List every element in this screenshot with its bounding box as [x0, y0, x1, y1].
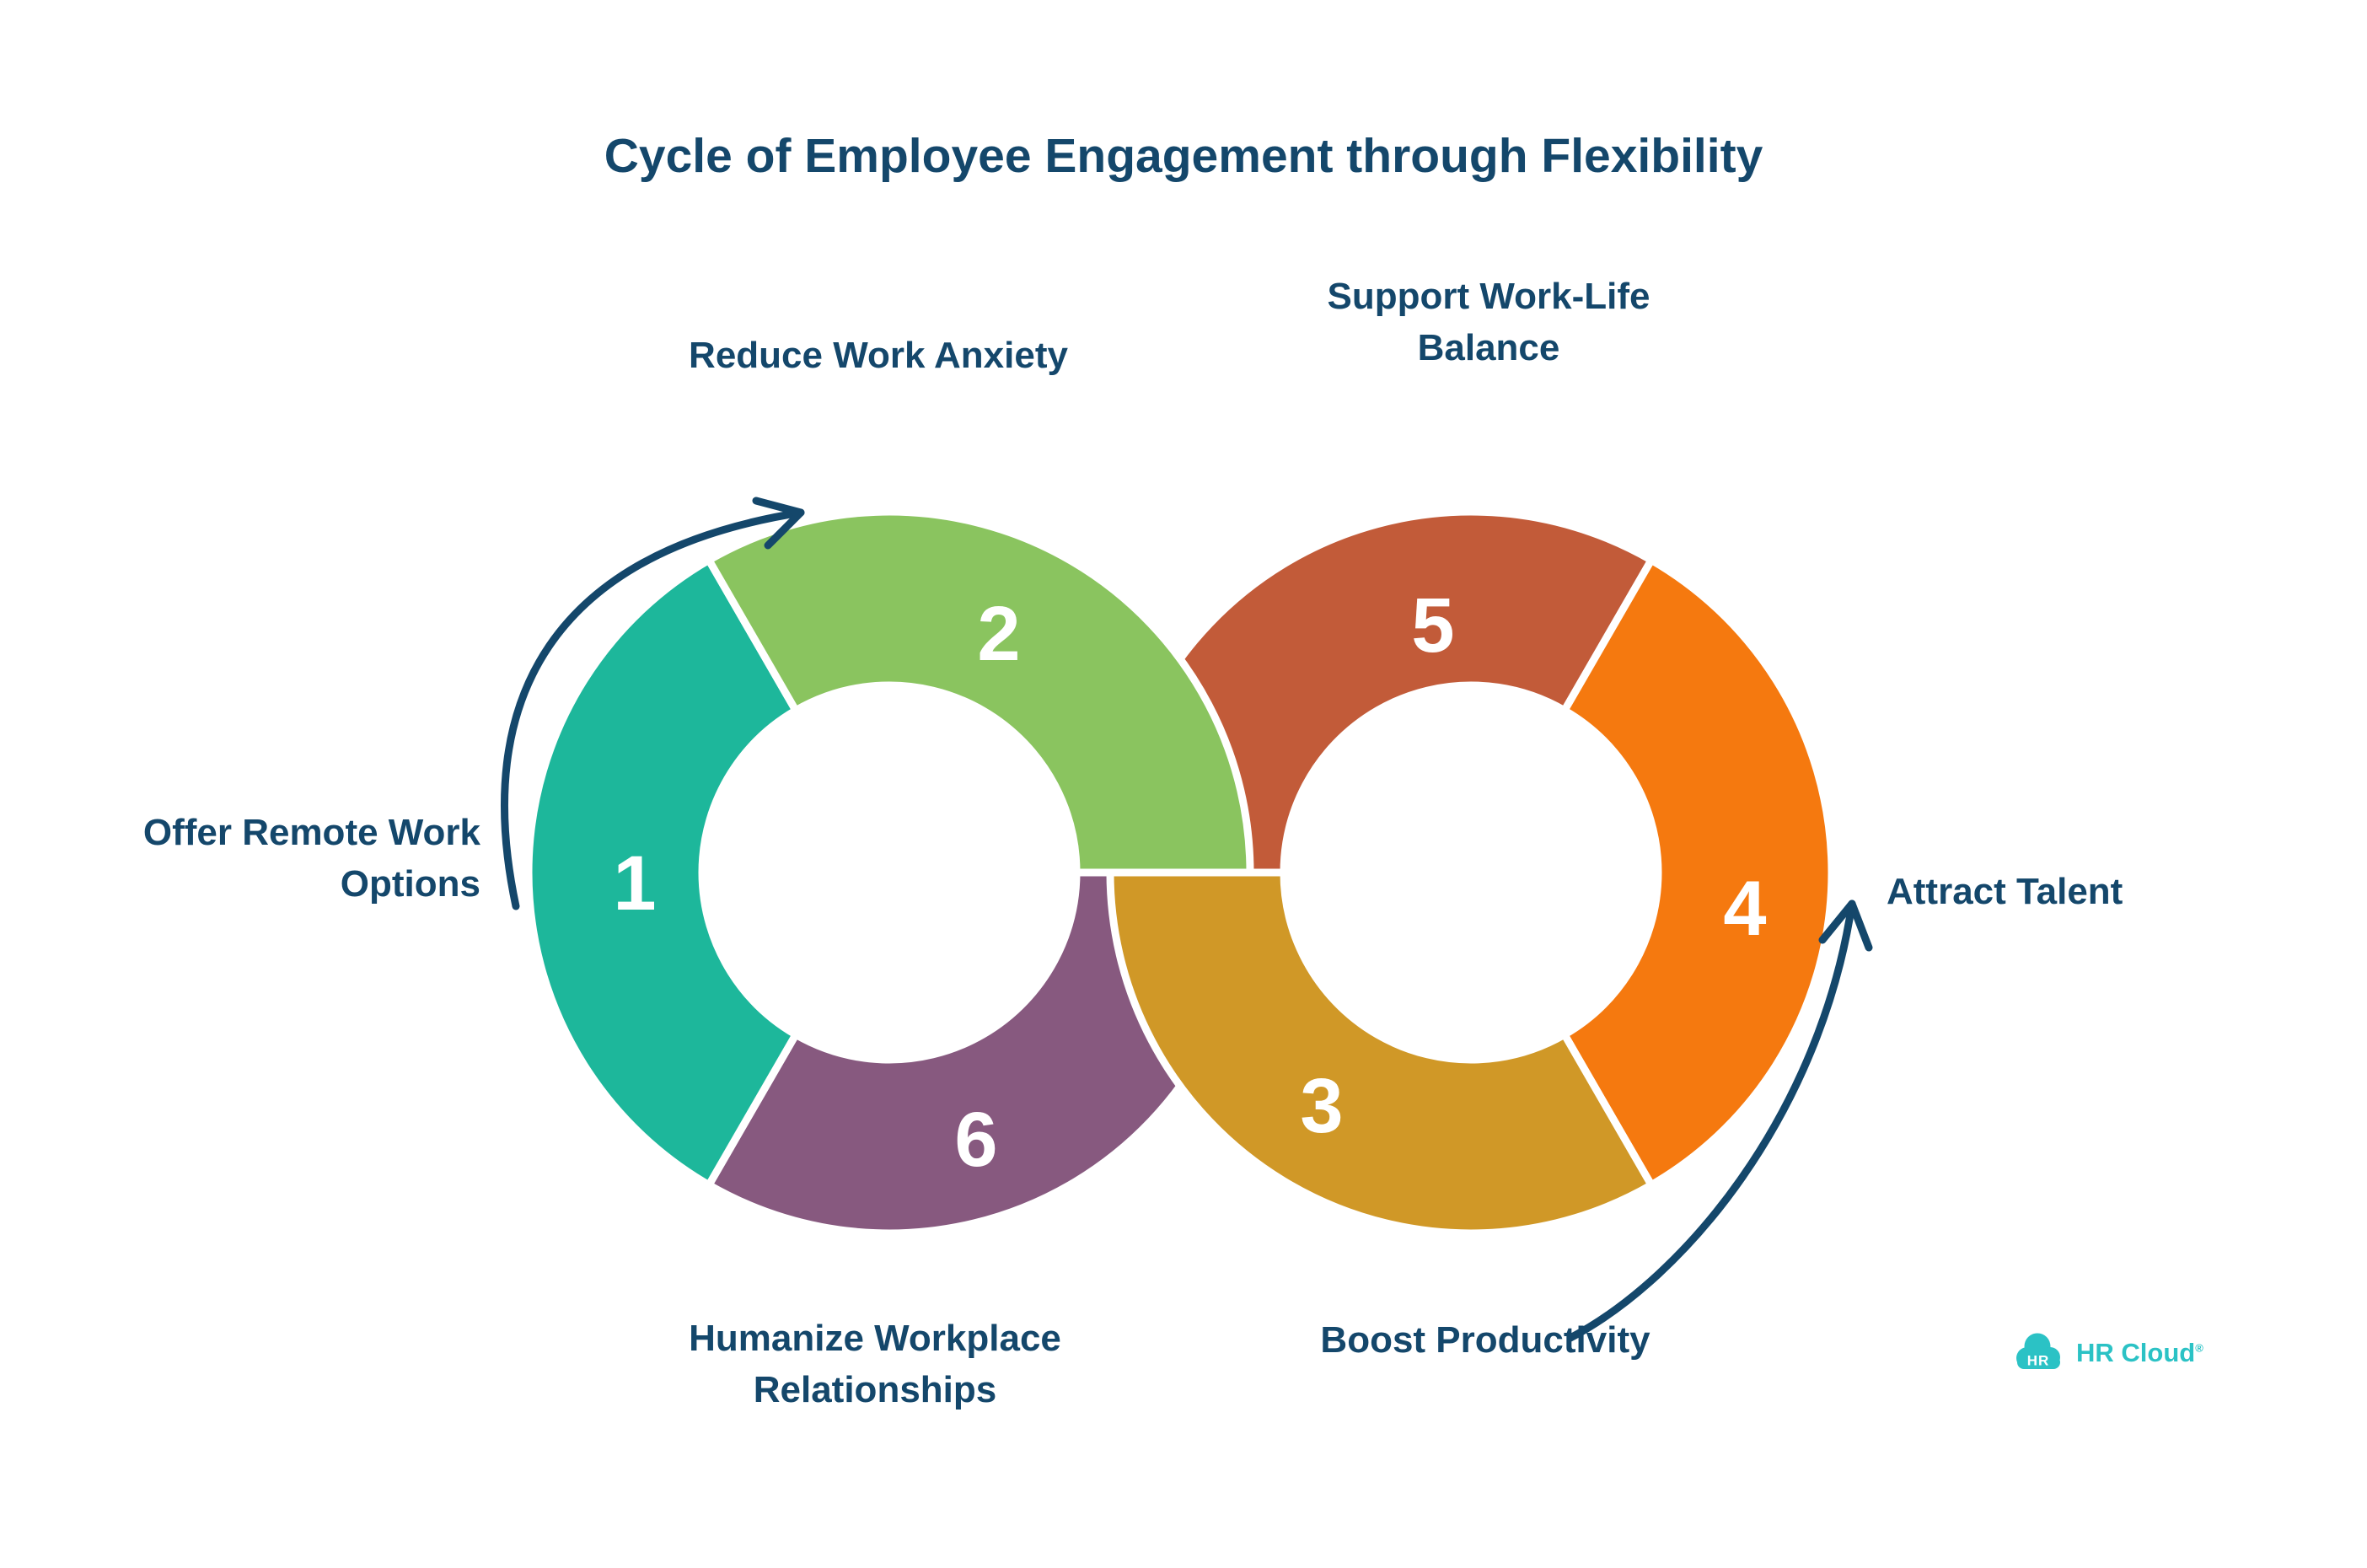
step-label-humanize-workplace-relationships: Humanize Workplace Relationships: [689, 1313, 1061, 1415]
step-number-2: 2: [977, 591, 1020, 677]
step-number-6: 6: [954, 1097, 997, 1183]
step-label-line: Options: [340, 862, 480, 905]
step-number-5: 5: [1411, 583, 1454, 669]
step-label-line: Support Work-Life: [1327, 276, 1650, 317]
step-label-line: Reduce Work Anxiety: [689, 335, 1068, 376]
logo-badge-text: HR: [2027, 1353, 2050, 1369]
flow-arrow-right-head: [1818, 899, 1873, 952]
step-label-offer-remote-work-options: Offer Remote Work Options: [143, 808, 480, 910]
flow-arrow-left: [501, 508, 805, 910]
flow-arrow-right: [1566, 899, 1856, 1342]
step-label-line: Offer Remote Work: [142, 812, 480, 853]
flow-arrows: [501, 497, 1873, 1342]
step-label-line: Humanize Workplace: [689, 1318, 1061, 1359]
segment-step-2: [703, 507, 1254, 877]
logo-brand-text: HR Cloud: [2076, 1338, 2196, 1367]
step-label-line: Relationships: [753, 1368, 997, 1410]
donut-segments: [524, 507, 1836, 1238]
step-label-line: Attract Talent: [1887, 871, 2123, 912]
flow-arrow-left-head: [752, 497, 805, 550]
page-title: Cycle of Employee Engagement through Fle…: [604, 129, 1763, 183]
step-label-reduce-work-anxiety: Reduce Work Anxiety: [689, 330, 1068, 382]
registered-mark: ®: [2195, 1341, 2203, 1355]
step-number-4: 4: [1723, 866, 1766, 952]
segment-step-3: [1106, 868, 1657, 1238]
logo-brand-name: HR Cloud®: [2076, 1338, 2203, 1368]
segment-step-1: [524, 555, 802, 1190]
step-numbers: 1 2 3 4 5 6: [613, 583, 1766, 1183]
hr-cloud-logo: HR HR Cloud®: [2013, 1330, 2203, 1376]
step-label-line: Boost Productivity: [1320, 1319, 1650, 1361]
step-number-3: 3: [1300, 1063, 1343, 1149]
step-label-line: Balance: [1417, 326, 1560, 368]
cloud-icon: HR: [2016, 1333, 2060, 1369]
segment-step-4: [1559, 555, 1836, 1190]
step-number-1: 1: [613, 840, 656, 926]
step-label-support-work-life-balance: Support Work-Life Balance: [1328, 271, 1650, 373]
step-label-attract-talent: Attract Talent: [1887, 867, 2123, 918]
step-label-boost-productivity: Boost Productivity: [1320, 1315, 1650, 1367]
